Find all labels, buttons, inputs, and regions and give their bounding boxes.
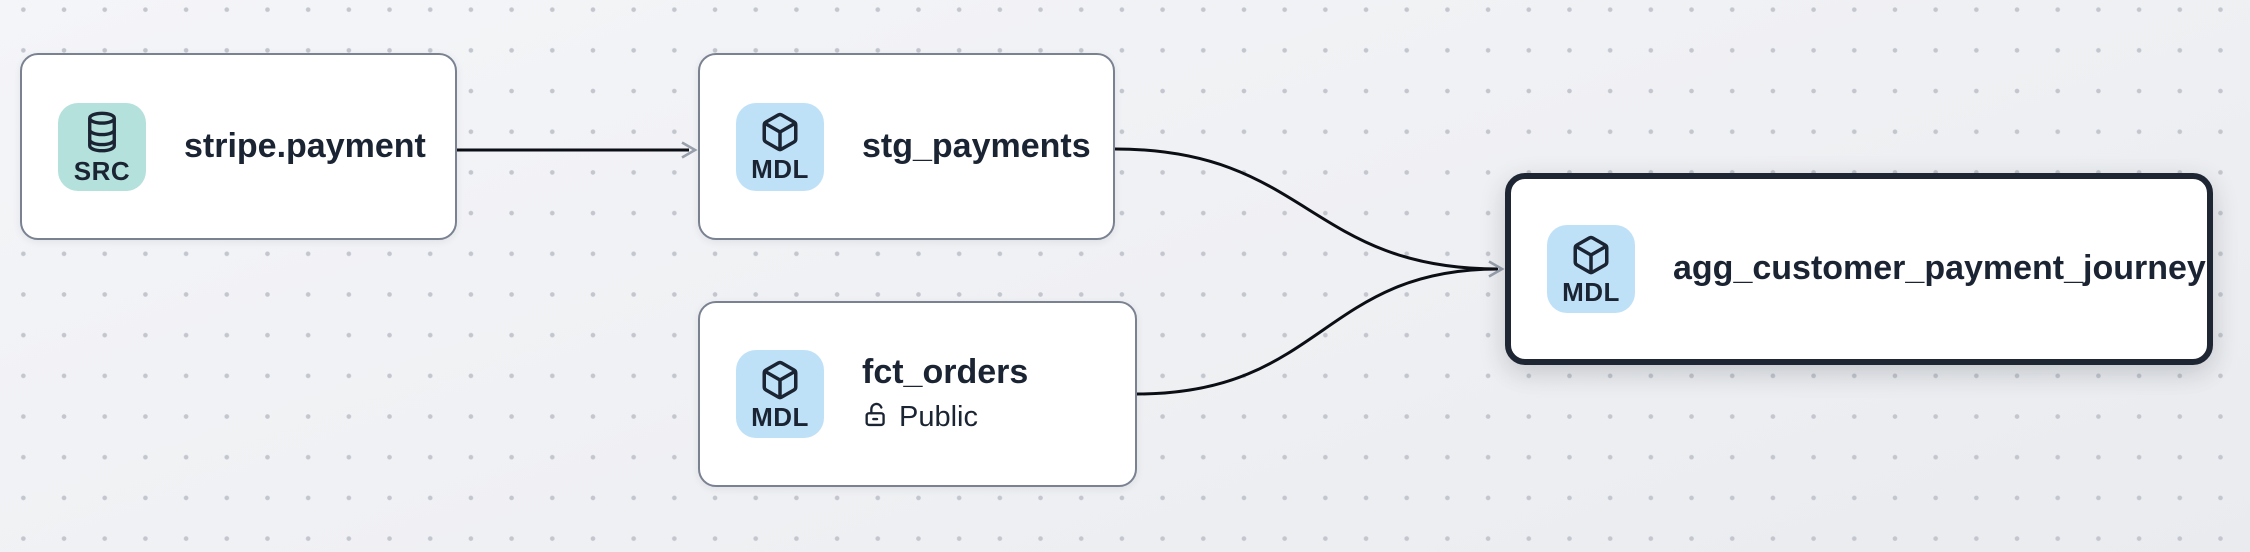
cube-icon (759, 111, 801, 153)
node-stg-payments[interactable]: MDL stg_payments (698, 53, 1115, 240)
model-badge: MDL (736, 350, 824, 438)
node-title: stg_payments (862, 126, 1091, 165)
arrowhead-icon (1488, 260, 1505, 278)
access-label: Public (899, 400, 978, 433)
node-title: fct_orders (862, 353, 1029, 392)
node-title: stripe.payment (184, 126, 426, 165)
node-stripe-payment[interactable]: SRC stripe.payment (20, 53, 457, 240)
badge-label: MDL (1562, 276, 1620, 307)
model-badge: MDL (736, 102, 824, 191)
badge-label: SRC (73, 156, 131, 186)
source-badge: SRC (58, 102, 146, 191)
arrowhead-icon (681, 141, 698, 159)
node-agg-customer-payment-journey[interactable]: MDL agg_customer_payment_journey (1505, 173, 2213, 365)
access-row: Public (862, 401, 1028, 434)
node-fct-orders[interactable]: MDL fct_orders Public (698, 301, 1137, 487)
model-badge: MDL (1547, 225, 1635, 313)
database-icon (82, 109, 122, 155)
edge-fct-orders-to-agg-customer-payment-journey[interactable] (1136, 267, 1499, 396)
node-title: agg_customer_payment_journey (1673, 249, 2206, 288)
cube-icon (1570, 234, 1612, 276)
unlock-icon (862, 401, 890, 434)
badge-label: MDL (751, 401, 809, 432)
cube-icon (759, 359, 801, 401)
badge-label: MDL (751, 154, 809, 184)
edge-stg-payments-to-agg-customer-payment-journey[interactable] (1114, 147, 1499, 271)
